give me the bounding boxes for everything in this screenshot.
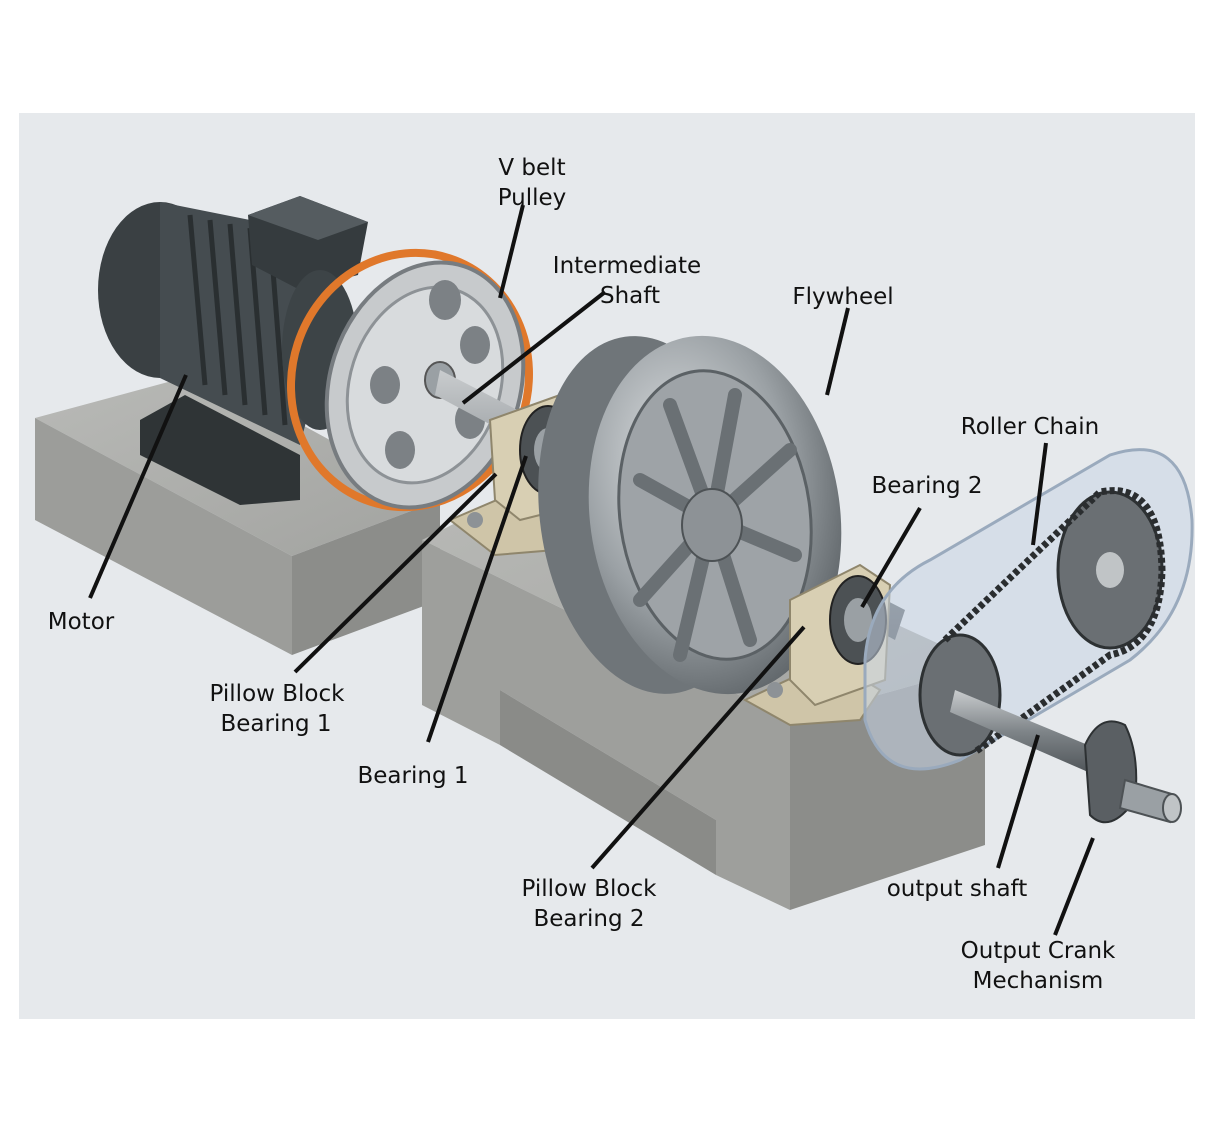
- label-output-shaft: output shaft: [887, 876, 1028, 902]
- leader-flywheel: [825, 307, 850, 396]
- leader-output-crank: [1053, 837, 1095, 936]
- leader-pillow-block-bearing-1: [293, 472, 498, 674]
- leader-roller-chain: [1031, 442, 1048, 546]
- label-pillow-block-bearing-2-line1: Pillow Block: [522, 876, 658, 902]
- flywheel: [538, 335, 842, 695]
- label-flywheel: Flywheel: [792, 284, 893, 310]
- leader-bearing-1: [426, 455, 528, 743]
- label-bearing-2: Bearing 2: [872, 473, 983, 499]
- leader-bearing-2: [860, 506, 922, 609]
- leader-output-shaft: [996, 734, 1040, 869]
- label-roller-chain: Roller Chain: [961, 414, 1099, 440]
- electric-motor: [98, 196, 368, 505]
- label-pillow-block-bearing-1-line1: Pillow Block: [210, 681, 346, 707]
- label-intermediate-shaft-line2: Shaft: [600, 283, 660, 309]
- labels: V belt Pulley Intermediate Shaft Flywhee…: [48, 155, 1116, 994]
- label-v-belt-pulley-line2: Pulley: [498, 185, 567, 211]
- label-output-crank-line1: Output Crank: [961, 938, 1116, 964]
- leader-intermediate-shaft: [461, 290, 607, 405]
- label-intermediate-shaft-line1: Intermediate: [553, 253, 701, 279]
- label-pillow-block-bearing-1-line2: Bearing 1: [221, 711, 332, 737]
- label-bearing-1: Bearing 1: [358, 763, 469, 789]
- leader-pillow-block-bearing-2: [590, 625, 806, 870]
- leader-motor: [88, 374, 188, 599]
- label-v-belt-pulley-line1: V belt: [498, 155, 565, 181]
- label-pillow-block-bearing-2-line2: Bearing 2: [534, 906, 645, 932]
- label-motor: Motor: [48, 609, 115, 635]
- label-output-crank-line2: Mechanism: [973, 968, 1104, 994]
- output-shaft-crank: [950, 690, 1182, 824]
- leader-v-belt-pulley: [498, 204, 525, 299]
- leader-lines: [88, 204, 1095, 936]
